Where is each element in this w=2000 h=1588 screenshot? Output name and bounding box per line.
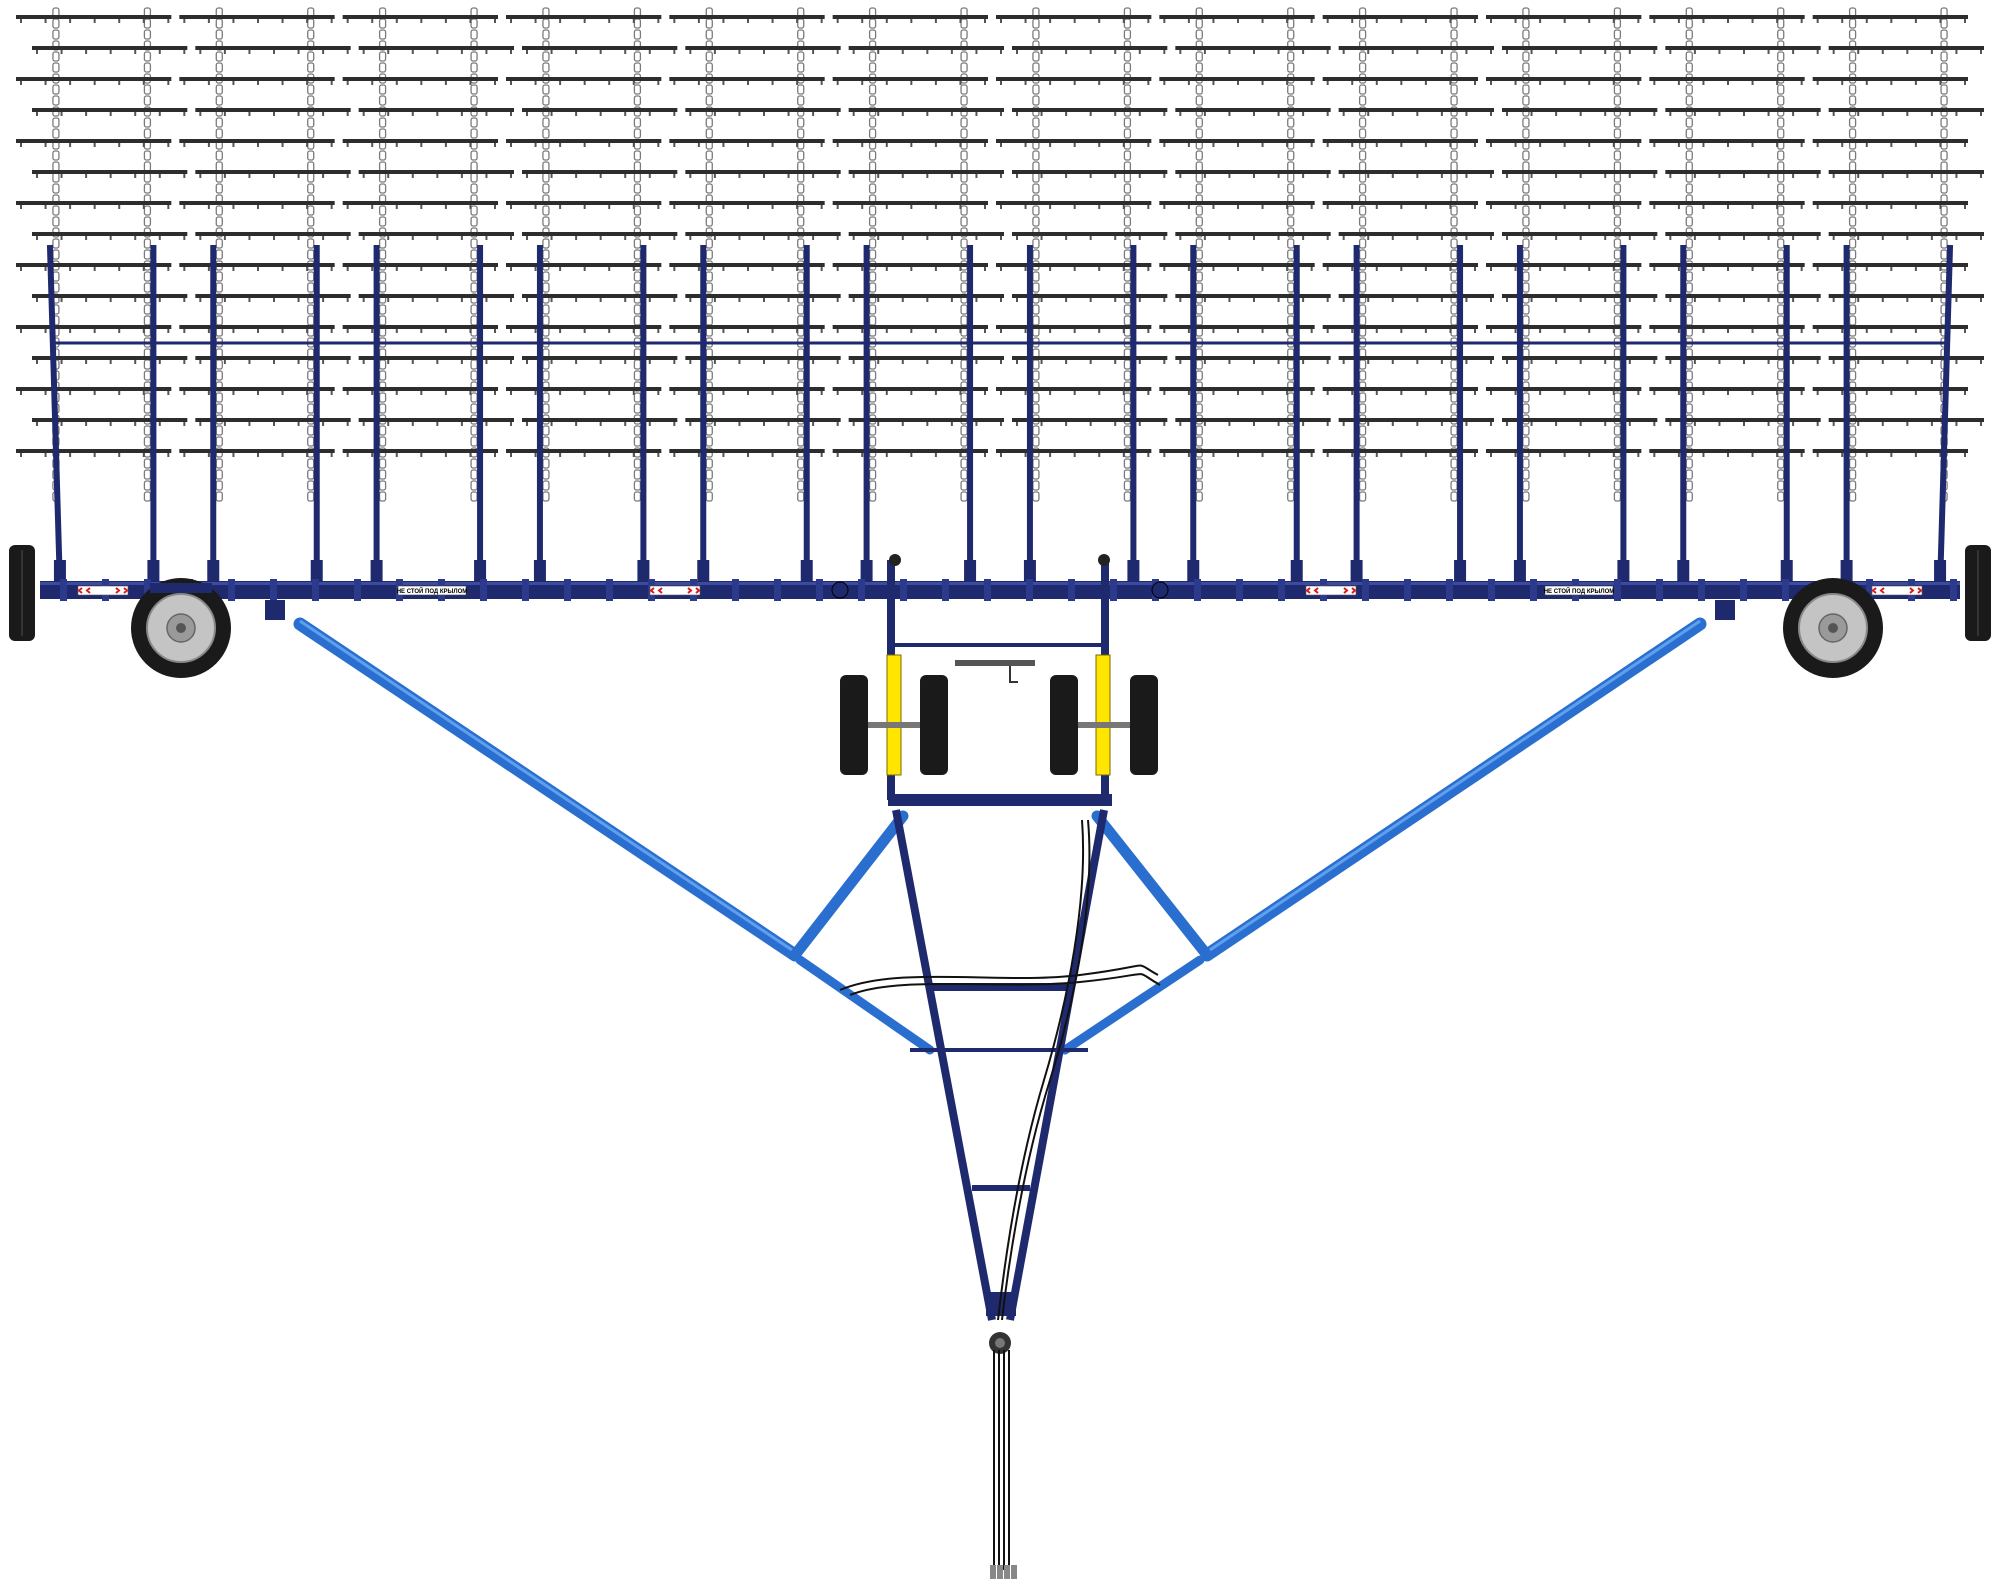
- warning-sign-right-text: НЕ СТОЙ ПОД КРЫЛОМ: [1544, 587, 1615, 595]
- warning-sign-left-text: НЕ СТОЙ ПОД КРЫЛОМ: [397, 587, 468, 595]
- draw-strut-left: [265, 600, 802, 962]
- harrow-section: [832, 7, 1004, 585]
- draw-strut-right: [1200, 600, 1735, 962]
- harrow-section: [179, 7, 351, 585]
- tip-wheel-left: [9, 545, 35, 641]
- center-wheels-left: [840, 675, 948, 775]
- harrow-section: [1322, 7, 1494, 585]
- hydraulic-hoses: [839, 819, 1161, 1570]
- harrow-section: [1159, 7, 1331, 585]
- hose-couplers: [990, 1565, 1017, 1579]
- harrow-section: [342, 7, 514, 585]
- harrow-section: [1486, 7, 1658, 585]
- wing-wheel-left: [131, 578, 231, 678]
- center-tie-bar: [955, 660, 1035, 683]
- warning-stripes: [77, 585, 1923, 596]
- center-wheels-right: [1050, 675, 1158, 775]
- harrow-section: [506, 7, 678, 585]
- harrow-section: [996, 7, 1168, 585]
- harrow-section: [16, 7, 188, 586]
- wing-wheel-right: [1783, 578, 1883, 678]
- warning-sign-right: НЕ СТОЙ ПОД КРЫЛОМ: [1544, 585, 1615, 596]
- harrow-tine-sections: [16, 7, 1984, 586]
- harrow-section: [669, 7, 841, 585]
- harrow-section: [1812, 7, 1984, 586]
- center-hinges: [831, 554, 1169, 599]
- tip-wheel-right: [1965, 545, 1991, 641]
- harrow-section: [1649, 7, 1821, 585]
- hydraulic-cylinder-left: [886, 654, 902, 776]
- main-toolbar: [40, 579, 1960, 601]
- warning-sign-left: НЕ СТОЙ ПОД КРЫЛОМ: [397, 585, 468, 596]
- drawbar-a-frame: [888, 794, 1112, 1354]
- inner-struts: [789, 810, 1213, 1055]
- hydraulic-cylinder-right: [1095, 654, 1111, 776]
